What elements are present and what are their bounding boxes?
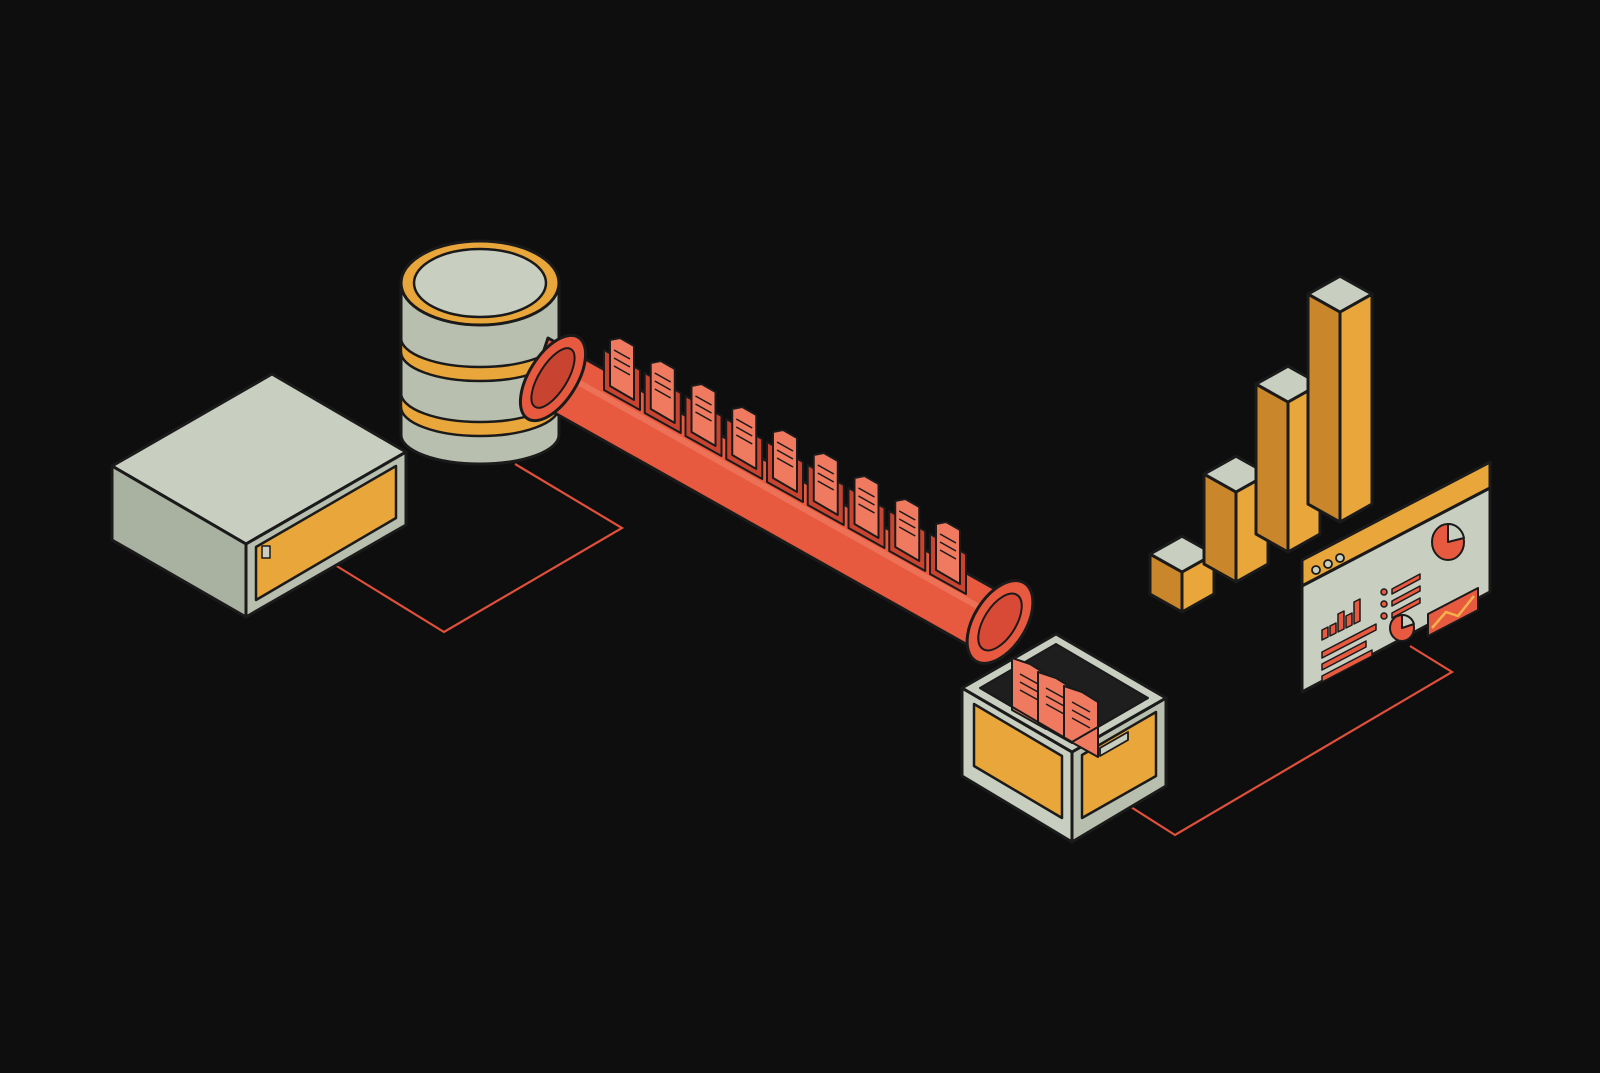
storage-crate-icon	[960, 632, 1168, 844]
connector-crate-dashboard	[1119, 645, 1455, 837]
mini-bar-chart-icon	[1321, 598, 1361, 641]
dashboard-panel-icon	[1300, 460, 1492, 694]
pipe-document-icon	[806, 452, 845, 526]
pie-chart-icon	[1431, 522, 1465, 561]
crate-handle-icon	[1099, 731, 1129, 757]
pipe-inlet-flange	[518, 333, 588, 423]
text-lines-icon	[1321, 623, 1377, 683]
small-pie-chart-icon	[1389, 614, 1415, 642]
pipe-document-icon	[929, 521, 967, 595]
list-lines-icon	[1380, 573, 1421, 620]
bar-column-1	[1148, 534, 1216, 614]
database-cylinder-icon	[399, 239, 561, 466]
window-dot-icon	[1323, 559, 1333, 569]
server-indicator-icon	[261, 545, 271, 559]
crate-documents	[1011, 657, 1099, 758]
pipe-document-icon	[766, 429, 804, 503]
pipe-document-icon	[684, 383, 723, 457]
pipe-document-icon	[847, 475, 886, 549]
pipe-document-icon	[725, 406, 764, 480]
pipe-document-icon	[643, 360, 682, 434]
window-dot-icon	[1311, 565, 1321, 575]
pipe-with-documents-icon	[518, 333, 1035, 665]
pipe-outlet-flange	[965, 579, 1035, 665]
bar-column-4	[1306, 274, 1374, 524]
area-chart-icon	[1427, 587, 1479, 637]
pipe-document-icon	[603, 337, 641, 411]
server-box-icon	[110, 372, 408, 619]
bar-columns-icon	[1148, 274, 1374, 614]
pipe-documents	[603, 337, 967, 595]
connector-server-database	[334, 463, 625, 634]
window-dot-icon	[1335, 553, 1345, 563]
crate-document-icon	[1063, 685, 1099, 758]
pipe-document-icon	[888, 498, 927, 572]
pipe-highlight	[558, 369, 997, 619]
